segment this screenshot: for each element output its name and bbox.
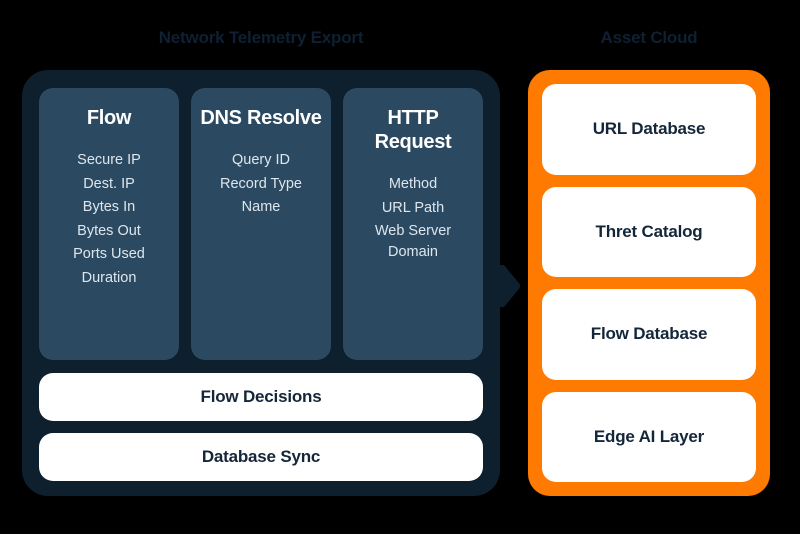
column-items-flow: Secure IP Dest. IP Bytes In Bytes Out Po… — [47, 150, 171, 288]
column-item: Web Server Domain — [374, 223, 452, 260]
asset-cloud-panel: URL Database Thret Catalog Flow Database… — [528, 70, 770, 496]
column-items-http-request: Method URL Path Web Server Domain — [351, 174, 475, 262]
database-sync-bar[interactable]: Database Sync — [39, 433, 483, 481]
service-card-thret-catalog[interactable]: Thret Catalog — [542, 186, 756, 277]
column-item: Duration — [81, 269, 137, 286]
right-panel-title: Asset Cloud — [600, 28, 698, 47]
service-card-edge-ai-layer[interactable]: Edge AI Layer — [542, 391, 756, 482]
column-item: Secure IP — [77, 152, 141, 168]
telemetry-columns: Flow Secure IP Dest. IP Bytes In Bytes O… — [39, 88, 483, 360]
column-item: URL Path — [381, 199, 445, 216]
column-item: Query ID — [231, 152, 290, 168]
service-label: Flow Database — [590, 324, 708, 344]
column-heading-http-request: HTTP Request — [374, 107, 452, 153]
column-item: Record Type — [220, 175, 302, 192]
service-label: Thret Catalog — [595, 221, 703, 241]
column-item: Bytes Out — [77, 222, 141, 239]
column-item: Bytes In — [82, 199, 136, 216]
telemetry-column-dns-resolve[interactable]: DNS Resolve Query ID Record Type Name — [191, 88, 331, 360]
service-label: Edge AI Layer — [593, 426, 705, 446]
column-item: Name — [241, 199, 281, 216]
column-items-dns-resolve: Query ID Record Type Name — [199, 150, 323, 218]
database-sync-label: Database Sync — [201, 447, 321, 466]
column-heading-dns-resolve: DNS Resolve — [200, 107, 322, 129]
service-card-flow-database[interactable]: Flow Database — [542, 289, 756, 380]
column-item: Ports Used — [73, 246, 145, 263]
telemetry-column-http-request[interactable]: HTTP Request Method URL Path Web Server … — [343, 88, 483, 360]
column-heading-flow: Flow — [86, 107, 132, 129]
arrow-right-icon — [498, 265, 520, 307]
network-telemetry-export-panel: Flow Secure IP Dest. IP Bytes In Bytes O… — [22, 70, 500, 496]
flow-decisions-label: Flow Decisions — [200, 387, 322, 406]
telemetry-column-flow[interactable]: Flow Secure IP Dest. IP Bytes In Bytes O… — [39, 88, 179, 360]
flow-decisions-bar[interactable]: Flow Decisions — [39, 373, 483, 421]
left-panel-title: Network Telemetry Export — [158, 28, 364, 47]
column-item: Dest. IP — [83, 175, 135, 192]
service-card-url-database[interactable]: URL Database — [542, 84, 756, 175]
service-label: URL Database — [592, 119, 706, 139]
column-item: Method — [388, 176, 438, 192]
